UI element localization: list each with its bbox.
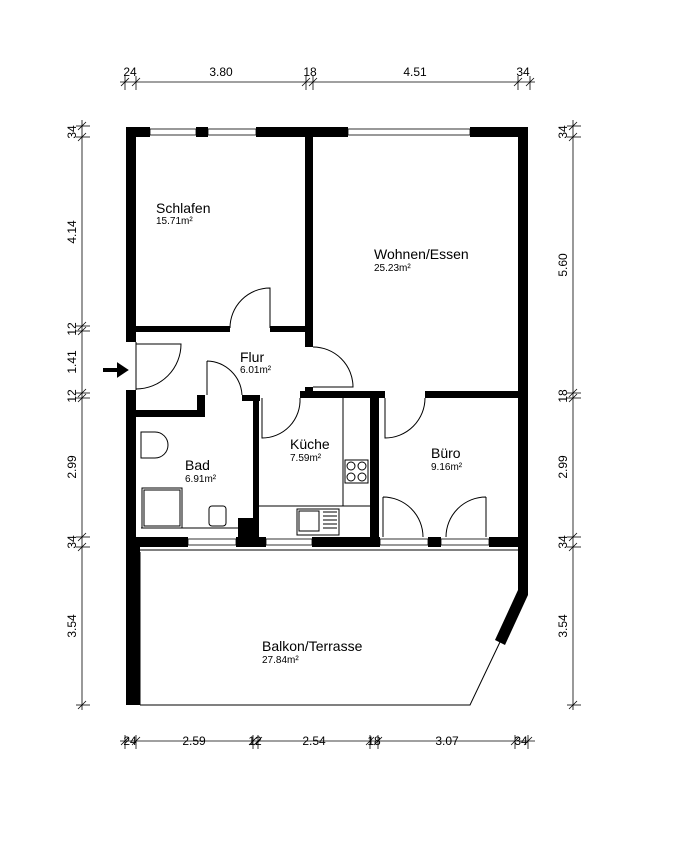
dim-label: 3.54: [65, 614, 79, 638]
wohnen-door: [312, 346, 354, 388]
room-name: Bad: [185, 457, 210, 473]
room-bad: Bad 6.91m²: [185, 457, 217, 485]
room-area: 6.91m²: [185, 474, 217, 485]
room-name: Küche: [290, 436, 330, 452]
schlafen-door: [229, 287, 271, 329]
room-wohnen: Wohnen/Essen 25.23m²: [374, 246, 469, 274]
dim-label: 34: [514, 734, 528, 748]
dim-label: 2.54: [302, 734, 326, 748]
buero-door: [384, 397, 426, 439]
dim-label: 18: [556, 389, 570, 403]
room-name: Büro: [431, 445, 461, 461]
dim-label: 3.54: [556, 614, 570, 638]
dim-label: 4.14: [65, 220, 79, 244]
dim-label: 24: [123, 734, 137, 748]
dim-label: 24: [123, 65, 137, 79]
windows: [149, 128, 523, 546]
dim-label: 34: [556, 125, 570, 139]
dim-label: 12: [65, 389, 79, 403]
room-area: 25.23m²: [374, 263, 411, 274]
room-area: 7.59m²: [290, 453, 322, 464]
room-balkon: Balkon/Terrasse 27.84m²: [262, 638, 363, 666]
dim-label: 34: [556, 535, 570, 549]
room-flur: Flur 6.01m²: [240, 349, 272, 376]
dim-label: 5.60: [556, 253, 570, 277]
stove-icon: [344, 459, 369, 484]
room-name: Balkon/Terrasse: [262, 638, 363, 654]
dim-label: 1.41: [65, 350, 79, 374]
room-schlafen: Schlafen 15.71m²: [156, 200, 210, 227]
dim-label: 12: [65, 322, 79, 336]
room-area: 6.01m²: [240, 365, 272, 376]
dim-label: 18: [303, 65, 317, 79]
room-area: 15.71m²: [156, 216, 193, 227]
dimension-left: 34 4.14 12 1.41 12 2.99 34 3.54: [65, 120, 90, 710]
entrance-arrow-icon: [103, 362, 129, 378]
shaft-mark: [240, 518, 252, 536]
dim-label: 2.59: [182, 734, 206, 748]
walls: [126, 127, 528, 705]
dim-label: 3.80: [209, 65, 233, 79]
toilet-icon: [208, 505, 227, 527]
dim-label: 34: [65, 535, 79, 549]
balcony-railing: [140, 641, 501, 706]
entrance-door: [135, 342, 182, 390]
room-name: Wohnen/Essen: [374, 246, 469, 262]
room-kueche: Küche 7.59m²: [290, 436, 330, 464]
doors: [135, 287, 487, 538]
dimension-right: 34 5.60 18 2.99 34 3.54: [556, 120, 581, 710]
dim-label: 34: [65, 125, 79, 139]
shower-icon: [141, 487, 183, 529]
kueche-door: [261, 397, 301, 439]
dimension-top: 24 3.80 18 4.51 34: [120, 65, 535, 90]
room-name: Flur: [240, 349, 264, 365]
room-area: 27.84m²: [262, 655, 299, 666]
dim-label: 4.51: [403, 65, 427, 79]
dim-label: 12: [248, 734, 262, 748]
fixtures: [140, 398, 370, 536]
room-buero: Büro 9.16m²: [431, 445, 463, 473]
balcony-door-left: [382, 496, 424, 538]
dim-label: 3.07: [435, 734, 459, 748]
sink-icon: [140, 431, 169, 459]
dim-label: 2.99: [556, 455, 570, 479]
dim-label: 2.99: [65, 455, 79, 479]
room-area: 9.16m²: [431, 462, 463, 473]
dimension-bottom: 24 2.59 12 2.54 18 3.07 34: [120, 734, 535, 749]
dim-label: 18: [367, 734, 381, 748]
bad-door: [206, 360, 243, 396]
room-name: Schlafen: [156, 200, 210, 216]
kitchen-sink-icon: [296, 508, 340, 536]
dim-label: 34: [516, 65, 530, 79]
balcony-door-right: [445, 496, 487, 538]
